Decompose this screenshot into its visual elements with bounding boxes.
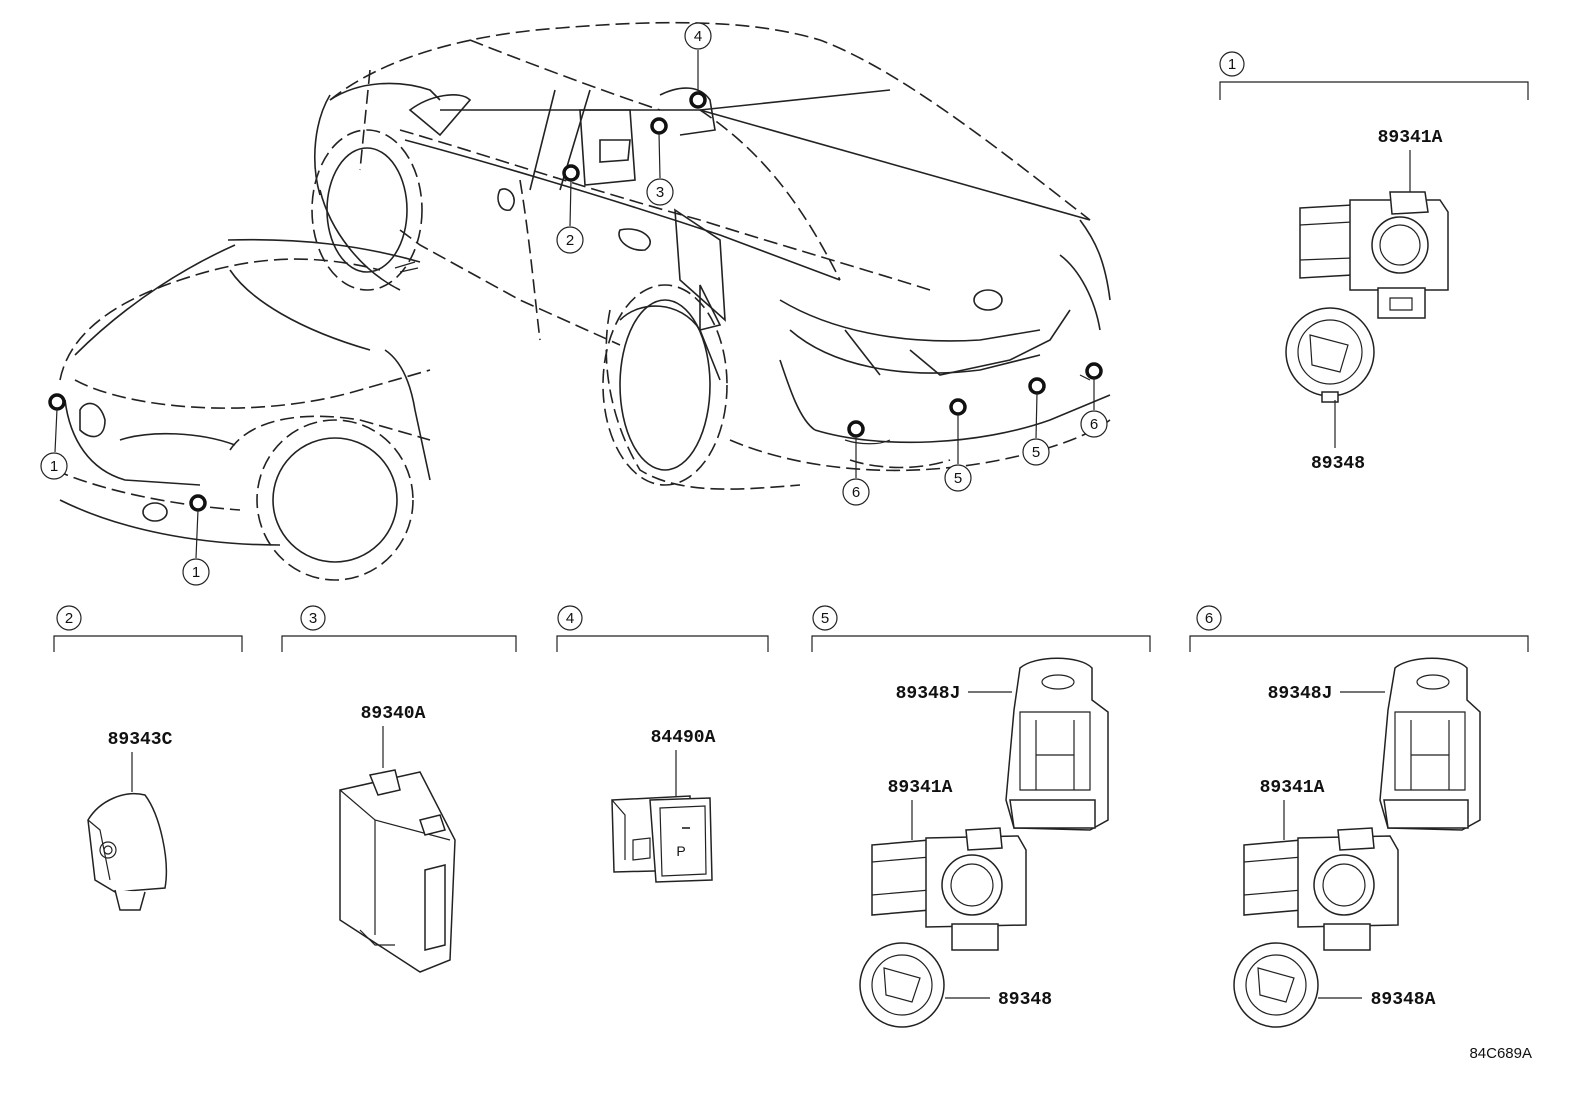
- callout-1a: 1: [40, 452, 68, 480]
- bracket-drawing: [1005, 657, 1109, 831]
- sensor-marker: [650, 117, 668, 135]
- svg-text:3: 3: [656, 184, 664, 201]
- group-id: 3: [309, 610, 317, 627]
- callout-5b: 5: [1022, 438, 1050, 466]
- part-number: 89348: [1311, 454, 1365, 474]
- callout-2: 2: [556, 226, 584, 254]
- callout-5a: 5: [944, 464, 972, 492]
- group-id: 4: [566, 610, 574, 627]
- callout-1-header: 1: [1219, 51, 1245, 77]
- group-bracket: [1189, 635, 1529, 652]
- sensor-retainer-drawing: [859, 942, 945, 1028]
- group-2: 2 89343C: [53, 605, 243, 911]
- svg-text:6: 6: [1090, 416, 1098, 433]
- group-bracket: [53, 635, 243, 652]
- ultrasonic-sensor-drawing: [1299, 191, 1449, 319]
- sensor-marker: [562, 164, 580, 182]
- sensor-marker: [189, 494, 207, 512]
- group-3: 3 89340A: [281, 605, 517, 973]
- part-number: 89348J: [1268, 684, 1333, 704]
- group-5: 5 89348J 89341A 89348: [811, 605, 1151, 1028]
- sensor-marker: [1028, 377, 1046, 395]
- group-id: 6: [1205, 610, 1213, 627]
- callout-6a: 6: [842, 478, 870, 506]
- sensor-marker: [48, 393, 66, 411]
- sensor-retainer-drawing: [1285, 307, 1375, 403]
- ultrasonic-sensor-drawing: [871, 827, 1027, 951]
- svg-text:2: 2: [566, 232, 574, 249]
- group-6: 6 89348J 89341A 89348A: [1189, 605, 1529, 1028]
- svg-text:5: 5: [1032, 444, 1040, 461]
- part-number: 89341A: [1260, 778, 1325, 798]
- callout-1b: 1: [182, 558, 210, 586]
- callout-4: 4: [684, 22, 712, 50]
- ecu-module-drawing: [339, 769, 456, 973]
- svg-text:1: 1: [50, 458, 58, 475]
- drawing-code: 84C689A: [1469, 1045, 1532, 1062]
- location-markers: [48, 50, 1103, 559]
- group-id: 2: [65, 610, 73, 627]
- group-bracket: [811, 635, 1151, 652]
- svg-text:5: 5: [954, 470, 962, 487]
- sensor-retainer-drawing: [1233, 942, 1319, 1028]
- rear-car-illustration: [311, 21, 1111, 490]
- callout-circles: 1 1 1 2 3 4 5 5 6 6: [40, 22, 1245, 586]
- part-number: 89340A: [361, 704, 426, 724]
- bracket-drawing: [1379, 657, 1481, 831]
- callout-6b: 6: [1080, 410, 1108, 438]
- group-1: 89341A 89348: [1219, 81, 1529, 474]
- part-number: 89343C: [108, 730, 173, 750]
- sensor-marker: [847, 420, 865, 438]
- part-number: 84490A: [651, 728, 716, 748]
- group-id: 5: [821, 610, 829, 627]
- part-number: 89348A: [1371, 990, 1436, 1010]
- group-bracket: [556, 635, 769, 652]
- sensor-marker: [689, 91, 707, 109]
- switch-symbol-icon: P: [676, 843, 685, 859]
- svg-text:6: 6: [852, 484, 860, 501]
- sensor-drawing: [87, 793, 168, 911]
- sensor-marker: [949, 398, 967, 416]
- part-number: 89341A: [888, 778, 953, 798]
- group-bracket: [281, 635, 517, 652]
- part-number: 89348: [998, 990, 1052, 1010]
- front-car-illustration: [54, 238, 431, 581]
- svg-text:4: 4: [694, 28, 702, 45]
- callout-3: 3: [646, 178, 674, 206]
- group-4: 4 84490A P: [556, 605, 769, 883]
- svg-text:1: 1: [192, 564, 200, 581]
- svg-text:1: 1: [1228, 56, 1236, 73]
- ultrasonic-sensor-drawing: [1243, 827, 1399, 951]
- group-bracket: [1219, 81, 1529, 100]
- sensor-marker: [1085, 362, 1103, 380]
- part-number: 89341A: [1378, 128, 1443, 148]
- switch-drawing: P: [611, 795, 713, 883]
- part-number: 89348J: [896, 684, 961, 704]
